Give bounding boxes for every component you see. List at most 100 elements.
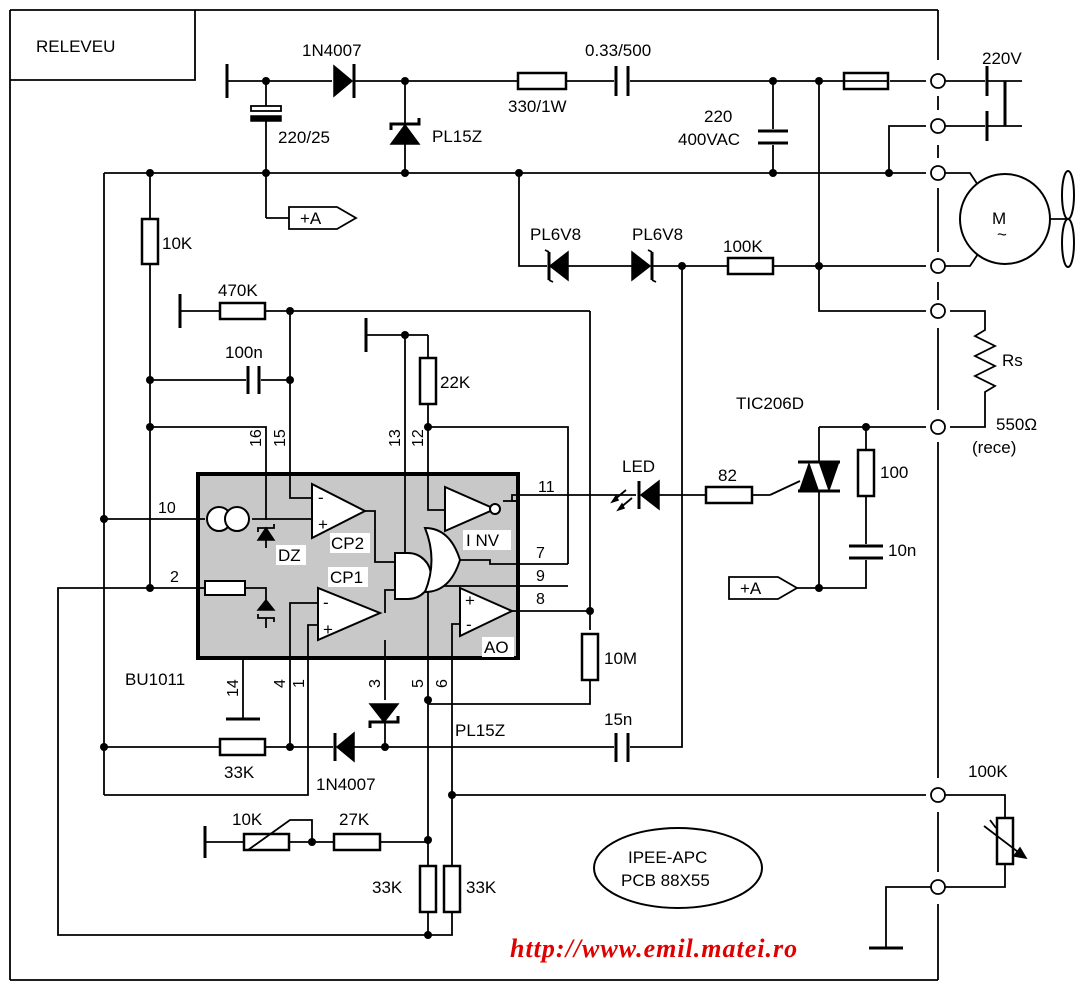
snubber-network: 100 10n xyxy=(819,423,926,589)
ic-external-wires xyxy=(57,494,636,939)
pin-16: 16 xyxy=(248,429,265,447)
resistor-470k: 470K xyxy=(178,281,591,630)
pin-15: 15 xyxy=(272,429,289,447)
zener-pl6v8-b-label: PL6V8 xyxy=(632,225,683,244)
pin-9: 9 xyxy=(536,568,545,585)
plus-a-flag-right-label: +A xyxy=(740,579,762,598)
capacitor-10n-label: 10n xyxy=(888,541,916,560)
motor: M ~ xyxy=(945,170,1075,268)
zener-pl6v8-a-label: PL6V8 xyxy=(530,225,581,244)
diode-1n4007-bottom: 1N4007 xyxy=(316,731,614,794)
resistor-27k-label: 27K xyxy=(339,810,370,829)
wire-main-to-rs xyxy=(818,81,926,312)
capacitor-220-label-line2: 400VAC xyxy=(678,130,740,149)
board-outline xyxy=(9,9,939,981)
resistor-22k: 22K xyxy=(364,318,569,564)
svg-text:+: + xyxy=(323,620,333,639)
capacitor-100n-label: 100n xyxy=(225,343,263,362)
potentiometer-100k: 100K xyxy=(945,762,1028,888)
resistor-470k-label: 470K xyxy=(218,281,258,300)
svg-text:-: - xyxy=(323,593,329,612)
svg-text:+: + xyxy=(318,515,328,534)
resistor-33k-b: 33K xyxy=(428,864,497,936)
zener-pl15z-top: PL15Z xyxy=(389,81,482,173)
rs-label: Rs xyxy=(1002,351,1023,370)
pin-12: 12 xyxy=(410,429,427,447)
resistor-10m: 10M xyxy=(580,632,637,682)
pin-1: 1 xyxy=(291,679,308,688)
rs-note-label: (rece) xyxy=(972,438,1016,457)
pin-13: 13 xyxy=(387,429,404,447)
pin-3: 3 xyxy=(367,679,384,688)
pin-7: 7 xyxy=(536,545,545,562)
pin-6: 6 xyxy=(434,679,451,688)
potentiometer-100k-label: 100K xyxy=(968,762,1008,781)
cp1-label: CP1 xyxy=(330,568,363,587)
fuse xyxy=(842,71,890,91)
resistor-33k-a: 33K xyxy=(372,864,438,935)
zener-pl15z-bottom: PL15Z xyxy=(368,703,505,747)
capacitor-0-33-500-label: 0.33/500 xyxy=(585,41,651,60)
capacitor-220-label-line1: 220 xyxy=(704,107,732,126)
resistor-33k-horizontal: 33K xyxy=(104,737,333,782)
diode-1n4007-top-label: 1N4007 xyxy=(302,41,362,60)
resistor-100-label: 100 xyxy=(880,463,908,482)
resistor-330-1w: 330/1W xyxy=(508,71,568,116)
resistor-27k: 27K xyxy=(332,810,428,852)
ground-bottom-right xyxy=(869,886,931,950)
plus-a-flag-top-label: +A xyxy=(300,209,322,228)
ic-name-label: BU1011 xyxy=(125,670,185,689)
pin-14: 14 xyxy=(225,679,242,697)
capacitor-15n-label: 15n xyxy=(604,710,632,729)
cp2-label: CP2 xyxy=(331,534,364,553)
pin-8: 8 xyxy=(536,591,545,608)
resistor-10k-left-label: 10K xyxy=(162,234,193,253)
plus-a-flag-right: +A xyxy=(728,576,819,600)
capacitor-100n: 100n xyxy=(150,343,294,394)
capacitor-0-33-500: 0.33/500 xyxy=(585,41,651,96)
dz-label: DZ xyxy=(278,546,301,565)
inv-label: I NV xyxy=(466,531,500,550)
resistor-82-label: 82 xyxy=(718,466,737,485)
triac-tic206d: TIC206D xyxy=(736,394,840,592)
motor-ac-label: ~ xyxy=(997,225,1007,244)
led-label: LED xyxy=(622,457,655,476)
zener-pl6v8-pair: PL6V8 PL6V8 xyxy=(518,173,728,283)
top-supply-rail xyxy=(225,64,926,98)
ic-pin-labels: 16 15 13 12 10 2 11 7 9 8 14 4 1 3 5 6 xyxy=(158,429,555,697)
motor-label: M xyxy=(992,209,1006,228)
ao-label: AO xyxy=(484,638,509,657)
rs-value-label: 550Ω xyxy=(996,415,1037,434)
resistor-330-1w-label: 330/1W xyxy=(508,97,567,116)
potentiometer-10k-label: 10K xyxy=(232,810,263,829)
resistor-33k-b-label: 33K xyxy=(466,878,497,897)
resistor-82: 82 xyxy=(704,466,770,505)
resistor-100k-label: 100K xyxy=(723,237,763,256)
resistor-10k-left: 10K xyxy=(140,173,193,592)
releveu-label: RELEVEU xyxy=(36,37,115,56)
website-url: http://www.emil.matei.ro xyxy=(510,934,798,963)
potentiometer-10k: 10K xyxy=(203,810,334,858)
pcb-label-ellipse: IPEE-APC PCB 88X55 xyxy=(593,827,763,909)
neutral-rail xyxy=(104,125,926,177)
connector-terminals xyxy=(930,73,946,895)
svg-text:-: - xyxy=(318,488,324,507)
capacitor-220-25: 220/25 xyxy=(250,81,330,218)
pin-2: 2 xyxy=(170,569,179,586)
svg-text:-: - xyxy=(466,615,472,634)
pin-4: 4 xyxy=(272,679,289,688)
resistor-10m-label: 10M xyxy=(604,649,637,668)
capacitor-220-400vac: 220 400VAC xyxy=(678,81,788,173)
diode-1n4007-bottom-label: 1N4007 xyxy=(316,775,376,794)
pin-5: 5 xyxy=(410,679,427,688)
resistor-33k-a-label: 33K xyxy=(372,878,403,897)
plus-a-flag-top: +A xyxy=(266,206,358,230)
pin-11: 11 xyxy=(538,479,555,496)
svg-text:+: + xyxy=(465,591,475,610)
resistor-22k-label: 22K xyxy=(440,373,471,392)
capacitor-220-25-label: 220/25 xyxy=(278,128,330,147)
releveu-box: RELEVEU xyxy=(10,10,196,81)
supply-plug-220v: 220V xyxy=(945,49,1022,141)
